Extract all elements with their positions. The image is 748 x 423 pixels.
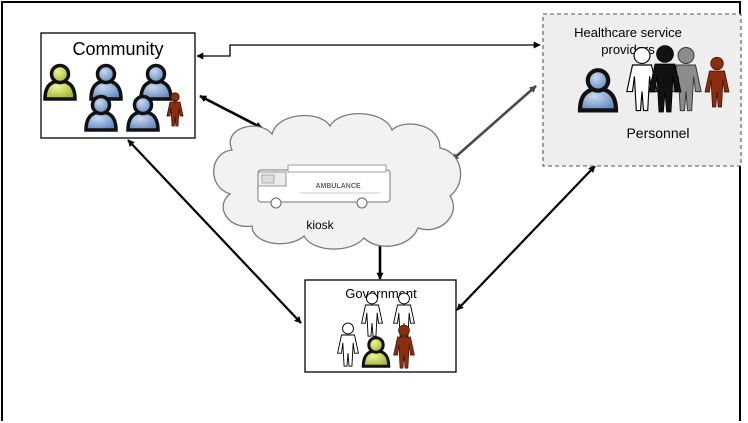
- healthcare-label-line1: Healthcare service: [574, 25, 682, 40]
- ambulance-icon: AMBULANCE: [257, 164, 391, 209]
- arrow-community-kiosk: [199, 94, 263, 130]
- arrow-healthcare-kiosk: [451, 85, 537, 161]
- community-node: Community: [40, 32, 196, 139]
- arrow-community-healthcare: [196, 41, 541, 60]
- arrow-community-government: [127, 139, 302, 324]
- personnel-label: Personnel: [626, 125, 689, 141]
- connection-arrows: [127, 41, 596, 324]
- kiosk-node: AMBULANCE kiosk: [213, 113, 462, 250]
- government-node: Government: [304, 279, 457, 373]
- community-label: Community: [72, 39, 163, 59]
- arrow-healthcare-government: [456, 165, 596, 311]
- ambulance-text: AMBULANCE: [315, 183, 360, 190]
- kiosk-label: kiosk: [306, 218, 334, 232]
- healthcare-providers-node: Healthcare service providers Personnel: [542, 13, 742, 167]
